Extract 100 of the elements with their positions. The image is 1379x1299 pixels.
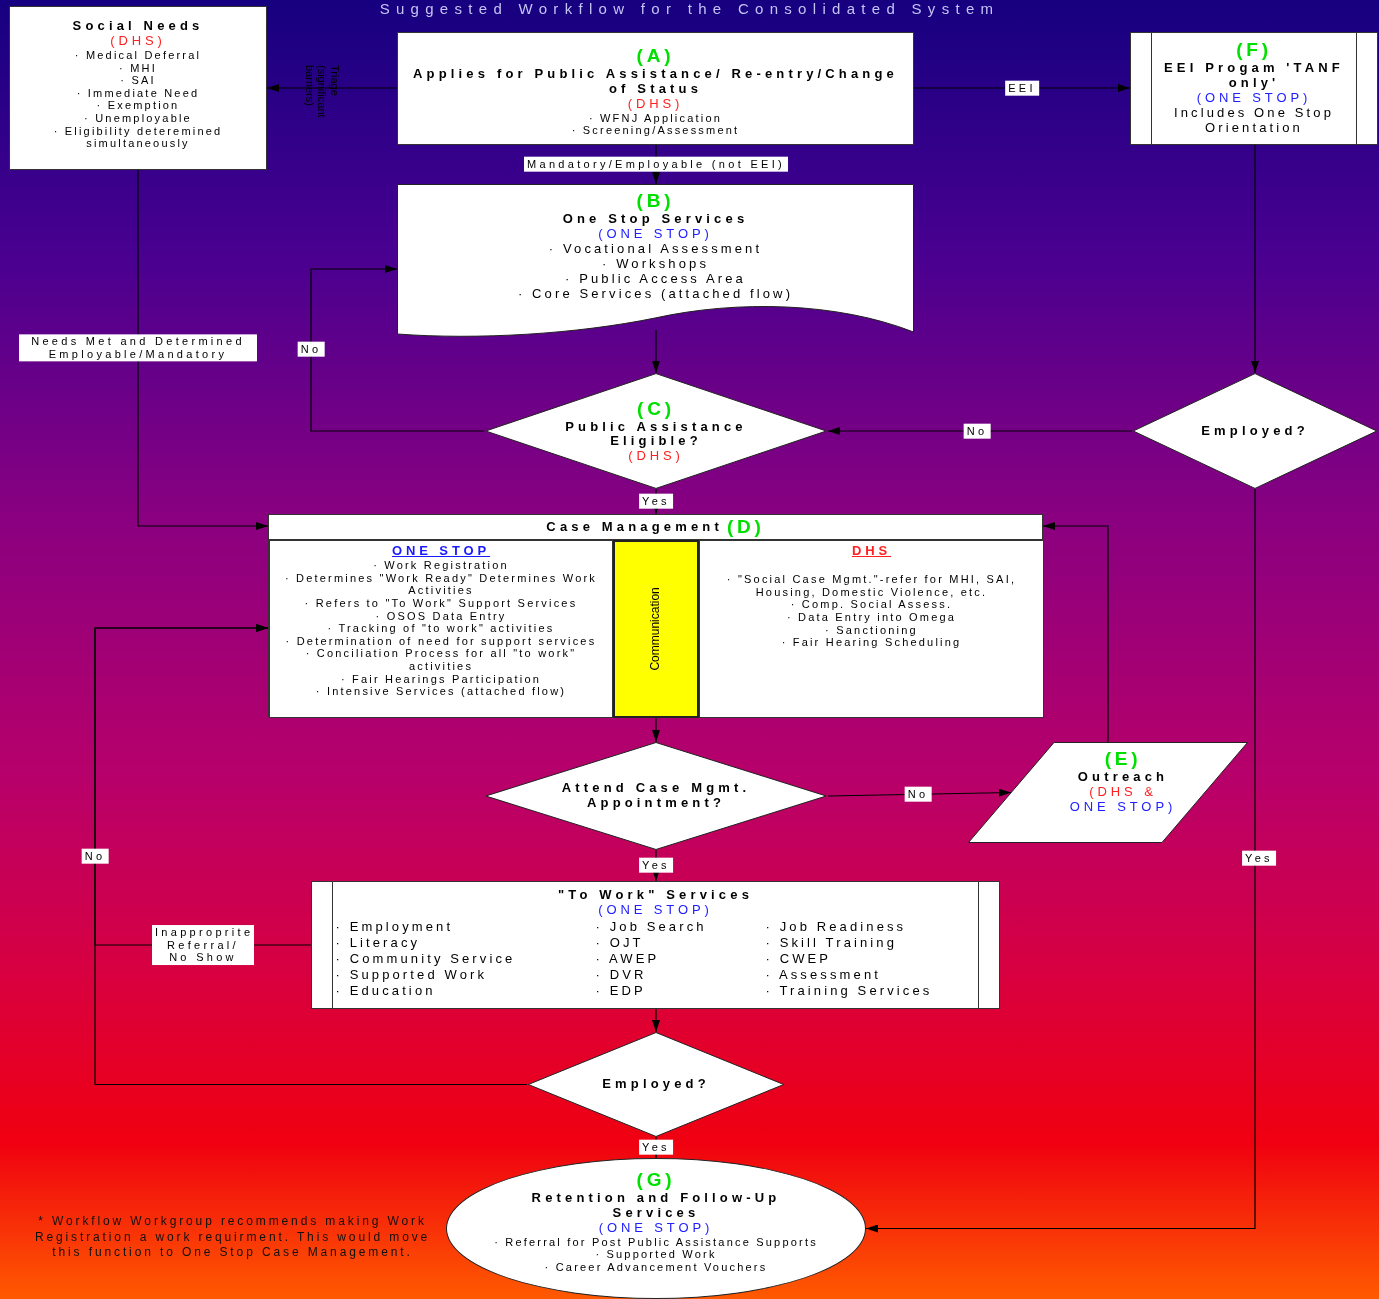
list-item: · Determination of need for support services	[285, 634, 597, 648]
decision-diamond	[527, 1032, 785, 1137]
arrow	[865, 488, 1256, 1233]
node-label: Includes One Stop Orientation	[1173, 105, 1335, 136]
node-label: Employed?	[602, 1077, 710, 1092]
edge-label: Yes	[639, 1139, 673, 1155]
arrow	[310, 265, 485, 432]
decision-diamond	[484, 373, 828, 489]
node-label: (ONE STOP)	[598, 902, 713, 918]
list-item: · MHI	[119, 61, 157, 75]
list-item: · DVR	[595, 967, 648, 983]
process-box	[397, 32, 914, 145]
list-item: · Assessment	[765, 967, 882, 983]
node-label: Communication	[649, 587, 663, 671]
communication-band	[613, 540, 699, 718]
arrow	[827, 427, 1133, 435]
list-item: · Comp. Social Assess.	[790, 598, 953, 611]
list-item: · OSOS Data Entry	[375, 609, 507, 623]
node-label: Outreach	[1077, 769, 1169, 785]
node-label: Employed?	[1201, 423, 1309, 439]
list-item: · Supported Work	[335, 967, 489, 983]
node-label: (B)	[636, 190, 675, 212]
list-item: · Medical Deferral	[74, 48, 202, 62]
edge-label: Triage (significant barriers)	[303, 65, 341, 120]
node-label: (DHS)	[110, 33, 166, 49]
process-box	[9, 6, 267, 170]
node-label: Case Management	[546, 519, 723, 535]
edge-label: No	[904, 786, 932, 802]
list-item: · OJT	[595, 935, 645, 951]
list-item: · Fair Hearings Participation	[340, 672, 542, 686]
list-item: · Conciliation Process for all "to work" activities	[304, 647, 578, 673]
list-item: · WFNJ Application	[588, 111, 723, 125]
list-item: · Intensive Services (attached flow)	[315, 685, 567, 698]
node-label: (G)	[636, 1169, 676, 1191]
list-item: · Job Readiness	[765, 919, 908, 935]
node-label: (A)	[636, 45, 675, 67]
node-label: Public Assistance Eligible?	[564, 419, 748, 450]
diagram-title: Suggested Workflow for the Consolidated System	[378, 0, 1001, 17]
edge-label: No	[297, 341, 325, 357]
edge-label: Inapproprite Referral/ No Show	[152, 925, 254, 965]
list-item: · Data Entry into Omega	[786, 610, 957, 624]
list-item: · Unemployable	[84, 112, 192, 125]
node-label: (DHS &	[1089, 784, 1157, 800]
edge-label: Yes	[1242, 850, 1276, 866]
table-column	[269, 540, 613, 718]
arrow	[266, 84, 398, 92]
decision-diamond	[1132, 373, 1378, 489]
node-label: Applies for Public Assistance/ Re-entry/Change of Status	[412, 66, 899, 97]
list-item: · Determines "Work Ready" Determines Work Activities	[283, 571, 599, 597]
list-item: · AWEP	[595, 951, 661, 967]
node-label: DHS	[851, 544, 892, 559]
edge-label: Yes	[639, 493, 673, 509]
edge-label: No	[963, 423, 991, 439]
list-item: · EDP	[595, 983, 647, 999]
list-item: · Work Registration	[373, 558, 509, 572]
edge-label: No	[81, 848, 109, 864]
list-item: · "Social Case Mgmt."-refer for MHI, SAI, Housing, Domestic Violence, etc.	[725, 572, 1018, 599]
node-label: "To Work" Services	[557, 888, 754, 903]
edge-label: Mandatory/Employable (not EEI)	[524, 156, 788, 172]
list-item: · Fair Hearing Scheduling	[781, 636, 962, 649]
list-item: · Job Search	[595, 919, 708, 935]
list-item: · Tracking of "to work" activities	[327, 622, 555, 635]
list-item: · Refers to "To Work" Support Services	[304, 596, 578, 610]
arrow	[652, 716, 660, 743]
node-label: Attend Case Mgmt. Appointment?	[560, 781, 752, 811]
list-item: · Education	[335, 983, 437, 999]
node-label: · Workshops	[601, 256, 709, 272]
arrow	[137, 169, 269, 530]
predefined-process-box	[311, 881, 1000, 1009]
node-label: · Vocational Assessment	[548, 241, 763, 257]
arrow	[652, 329, 660, 374]
predefined-process-box	[1130, 32, 1378, 145]
arrow	[94, 624, 528, 1086]
node-label: ONE STOP	[391, 544, 491, 559]
case-management-table	[268, 514, 1043, 717]
node-label: (F)	[1236, 39, 1272, 61]
list-item: · Literacy	[335, 935, 422, 951]
list-item: · Employment	[335, 919, 455, 935]
list-item: · Exemption	[96, 99, 180, 113]
edge-label: Needs Met and Determined Employable/Mandatory	[19, 334, 257, 362]
edge-label: EEI	[1005, 80, 1039, 96]
list-item: · Screening/Assessment	[571, 124, 740, 137]
table-column	[699, 540, 1044, 718]
edge-label: Yes	[639, 857, 673, 873]
list-item: · SAI	[120, 74, 156, 87]
data-parallelogram	[968, 742, 1248, 843]
list-item: · Career Advancement Vouchers	[544, 1260, 768, 1274]
node-label: · Public Access Area	[565, 271, 746, 287]
arrow	[1251, 144, 1259, 374]
list-item: · CWEP	[765, 951, 833, 967]
document-shape	[397, 184, 914, 336]
node-label: (DHS)	[628, 449, 684, 465]
node-label: (D)	[726, 516, 765, 538]
node-label: (E)	[1104, 748, 1142, 770]
footnote: * Workflow Workgroup recommends making Work Registration a work requirment. This would move this function to One Stop Case Management.	[33, 1214, 432, 1261]
arrow	[652, 1008, 660, 1033]
node-label: (ONE STOP)	[1196, 90, 1312, 106]
node-label: Social Needs	[72, 19, 204, 34]
node-label: One Stop Services	[562, 211, 749, 227]
node-label: · Core Services (attached flow)	[517, 286, 794, 302]
